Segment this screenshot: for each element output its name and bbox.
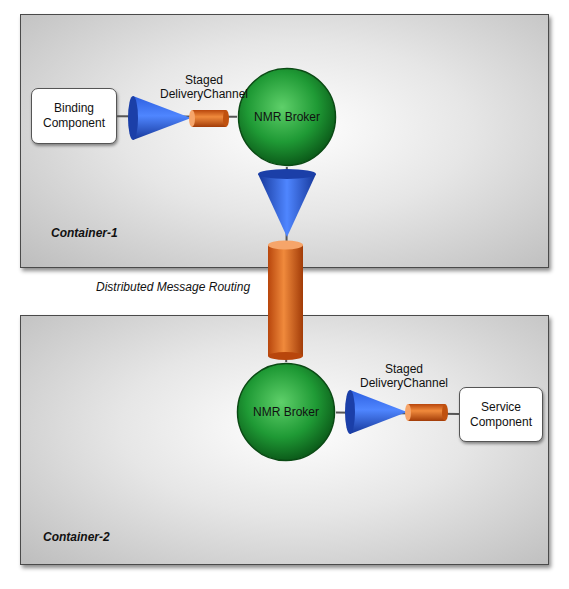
funnel-cone (133, 96, 191, 140)
node-label: NMR Broker (254, 110, 320, 124)
pipe-end (189, 110, 195, 127)
channel-label: Distributed Message Routing (96, 280, 250, 294)
node-label: Service Component (464, 400, 538, 430)
pipe-end (268, 241, 303, 250)
channel-pipe (192, 110, 226, 127)
pipe-end (405, 404, 411, 421)
funnel-cone (350, 390, 407, 434)
component-box: Binding Component (31, 88, 117, 144)
funnel-mouth (258, 169, 316, 179)
node-label: Binding Component (36, 101, 112, 131)
container-name: Container-1 (51, 226, 118, 240)
component-box: Service Component (459, 387, 543, 442)
pipe-end (442, 404, 448, 421)
funnel-mouth (345, 390, 355, 434)
node-label: NMR Broker (253, 405, 319, 419)
channel-pipe (408, 404, 445, 421)
pipe-end (268, 352, 303, 360)
broker-shape (238, 364, 335, 461)
channel-label: Staged DeliveryChannel (354, 362, 454, 390)
broker-shape (239, 69, 336, 166)
channel-label: Staged DeliveryChannel (154, 73, 254, 101)
container-name: Container-2 (43, 530, 110, 544)
channel-pipe (268, 245, 303, 356)
funnel-cone (258, 174, 316, 237)
funnel-mouth (128, 96, 138, 140)
pipe-end (223, 110, 229, 127)
broker-circle: NMR Broker (237, 67, 337, 167)
broker-circle: NMR Broker (236, 362, 336, 462)
